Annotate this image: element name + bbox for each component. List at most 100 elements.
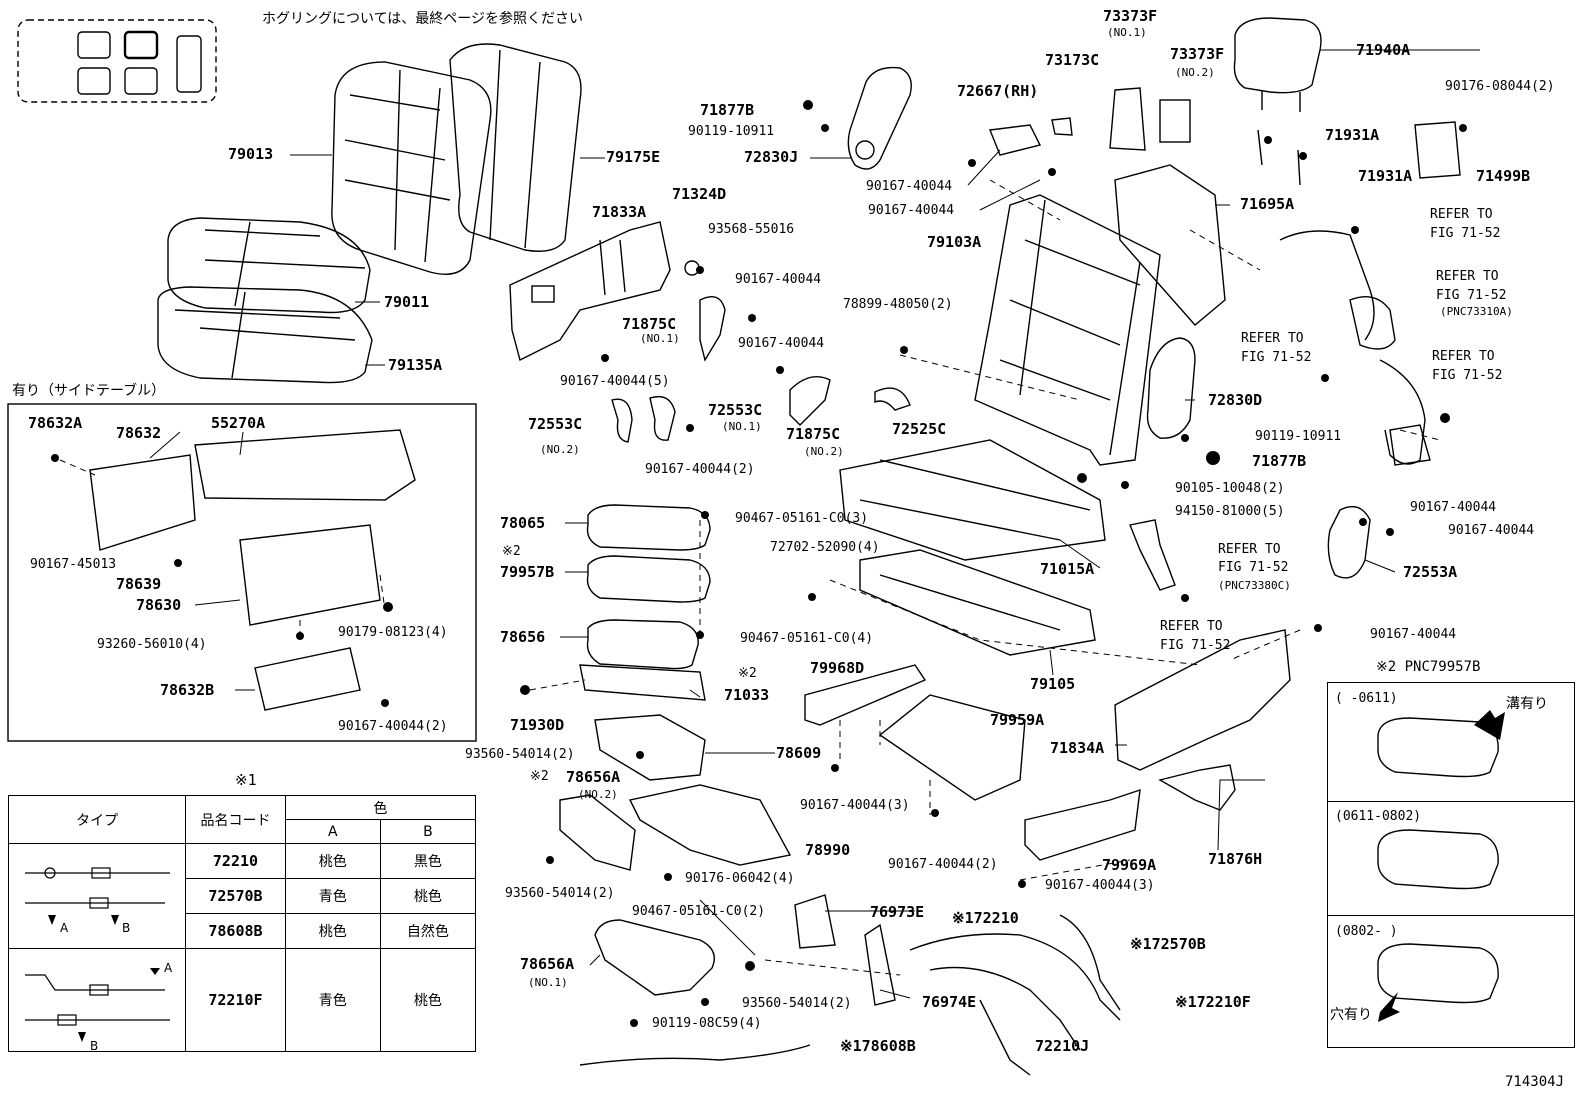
callout-90167-40044-f: 90167-40044 (1410, 500, 1497, 515)
callout-73373F-2-sub: (NO.2) (1175, 66, 1215, 79)
part-71499B (1414, 121, 1461, 179)
refer-4-line1[interactable]: REFER TO (1432, 349, 1495, 364)
refer-2-line2[interactable]: FIG 71-52 (1436, 288, 1507, 303)
refer-1-line2[interactable]: FIG 71-52 (1430, 226, 1501, 241)
callout-71931A-b: 71931A (1358, 167, 1413, 185)
bolt-icon (831, 764, 839, 772)
bolt-icon (1314, 624, 1322, 632)
retractor-lower (1389, 424, 1431, 466)
callout-73373F-2: 73373F (1170, 45, 1225, 63)
refer-6-line1[interactable]: REFER TO (1160, 619, 1223, 634)
bolt-icon (174, 559, 182, 567)
callout-90167-40044-2a: 90167-40044(2) (645, 462, 755, 477)
nut-icon (803, 100, 813, 110)
callout-79175E: 79175E (606, 148, 661, 166)
refer-3-line2[interactable]: FIG 71-52 (1241, 350, 1312, 365)
refer-2-line3[interactable]: (PNC73310A) (1440, 305, 1513, 318)
part-73373F-1 (1109, 87, 1146, 151)
bolt-icon (686, 424, 694, 432)
callout-71877B-top: 71877B (700, 101, 755, 119)
callout-76973E: 76973E (870, 903, 925, 921)
pad-pnc-2 (1377, 829, 1499, 890)
pnc-panel-title: ※2 PNC79957B (1376, 659, 1481, 675)
color-b: 黒色 (379, 843, 477, 879)
nut-icon (383, 602, 393, 612)
pnc-row-2-range: (0611-0802) (1335, 809, 1422, 824)
harness-72570B (1059, 914, 1121, 1011)
code-72210F: 72210F (185, 948, 286, 1052)
pad-78065 (586, 504, 711, 551)
callout-71324D: 71324D (672, 185, 727, 203)
cover-78656A-2 (559, 794, 636, 871)
bolt-icon (696, 631, 704, 639)
pnc-row-2 (1327, 802, 1575, 916)
part-72525C (874, 387, 911, 411)
bolt-icon (1181, 434, 1189, 442)
panel-78632 (89, 454, 196, 551)
refer-5-line2[interactable]: FIG 71-52 (1218, 560, 1289, 575)
callout-72553C-1: 72553C (708, 401, 763, 419)
bracket-71876H (1158, 764, 1236, 811)
headrest-guides (1257, 129, 1301, 186)
callout-78990: 78990 (805, 841, 851, 859)
callout-71875C-2-sub: (NO.2) (804, 445, 844, 458)
callout-93560-2b: 93560-54014(2) (505, 886, 615, 901)
refer-4-line2[interactable]: FIG 71-52 (1432, 368, 1503, 383)
callout-90167-40044-3a: 90167-40044(3) (800, 798, 910, 813)
pnc-panel (1327, 682, 1575, 1048)
color-a: 桃色 (284, 913, 381, 949)
buckle-73380C (1129, 519, 1176, 591)
callout-55270A: 55270A (211, 414, 266, 432)
callout-71875C-1: 71875C (622, 315, 677, 333)
retractor-73310A (1349, 296, 1396, 350)
color-b: 桃色 (379, 948, 477, 1052)
refer-5-line3[interactable]: (PNC73380C) (1218, 579, 1291, 592)
nut-icon (1440, 413, 1450, 423)
callout-78656: 78656 (500, 628, 546, 646)
bolt-icon (1264, 136, 1272, 144)
side-table-title: 有り（サイドテーブル） (12, 383, 166, 399)
refer-2-line1[interactable]: REFER TO (1436, 269, 1499, 284)
callout-78065: 78065 (500, 514, 546, 532)
callout-78608B-mark: ※178608B (840, 1037, 916, 1055)
part-76974E (864, 923, 896, 1006)
refer-1-line1[interactable]: REFER TO (1430, 207, 1493, 222)
bolt-icon (630, 1019, 638, 1027)
callout-76974E: 76974E (922, 993, 977, 1011)
harness-72210 (909, 933, 1121, 1021)
callout-78609: 78609 (776, 744, 822, 762)
callout-78639: 78639 (116, 575, 162, 593)
pad-78656 (586, 619, 699, 670)
mark-2-c: ※2 (530, 769, 549, 784)
callout-94150: 94150-81000(5) (1175, 504, 1285, 519)
mechanism-78630 (239, 524, 381, 626)
bolt-icon (1121, 481, 1129, 489)
bolt-icon (520, 685, 530, 695)
callout-71930D: 71930D (510, 716, 565, 734)
bolt-icon (696, 266, 704, 274)
callout-93560-2a: 93560-54014(2) (465, 747, 575, 762)
clip-72553A (1327, 506, 1371, 579)
bolt-icon (381, 699, 389, 707)
bolt-icon (296, 632, 304, 640)
callout-90467-2: 90467-05161-C0(2) (632, 904, 766, 919)
bolt-icon (701, 998, 709, 1006)
header-type: タイプ (7, 795, 187, 844)
bolt-icon (808, 593, 816, 601)
refer-3-line1[interactable]: REFER TO (1241, 331, 1304, 346)
bracket-71875C-1 (699, 296, 726, 362)
refer-5-line1[interactable]: REFER TO (1218, 542, 1281, 557)
tray-79968D (804, 664, 927, 726)
seatbelt-lower (1379, 359, 1426, 465)
cover-78656A-1 (594, 919, 715, 996)
bolt-icon (664, 873, 672, 881)
bolt-icon (748, 314, 756, 322)
cover-72553C-1 (649, 395, 676, 441)
lid-71033 (579, 664, 706, 701)
callout-79957B: 79957B (500, 563, 555, 581)
seat-pad-79135A (157, 286, 373, 384)
side-table-box (7, 403, 477, 742)
callout-90167-40044-5: 90167-40044(5) (560, 374, 670, 389)
refer-6-line2[interactable]: FIG 71-52 (1160, 638, 1231, 653)
seat-layout-icon (17, 19, 217, 103)
